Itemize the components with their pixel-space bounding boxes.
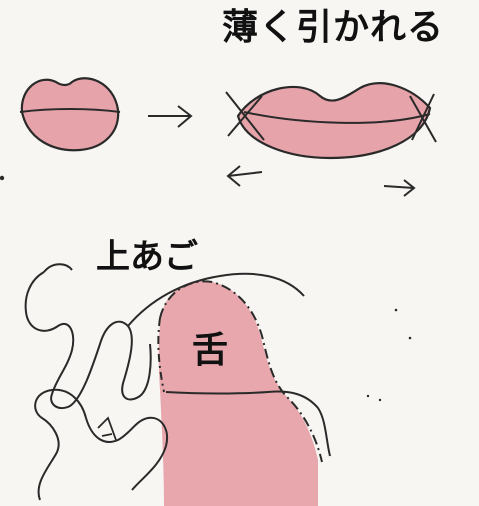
- title-label: 薄く引かれる: [222, 7, 445, 48]
- right-arrow-icon: [148, 105, 193, 128]
- mouth-cross-section: [24, 263, 412, 506]
- right-arrow-icon: [383, 179, 416, 197]
- stretched-lips-drawing: [225, 82, 437, 160]
- left-arrow-icon: [226, 165, 263, 187]
- edge-dot: [0, 175, 5, 181]
- relaxed-lips-drawing: [19, 77, 121, 152]
- palate-label: 上あご: [96, 237, 198, 277]
- tongue-label: 舌: [192, 330, 229, 371]
